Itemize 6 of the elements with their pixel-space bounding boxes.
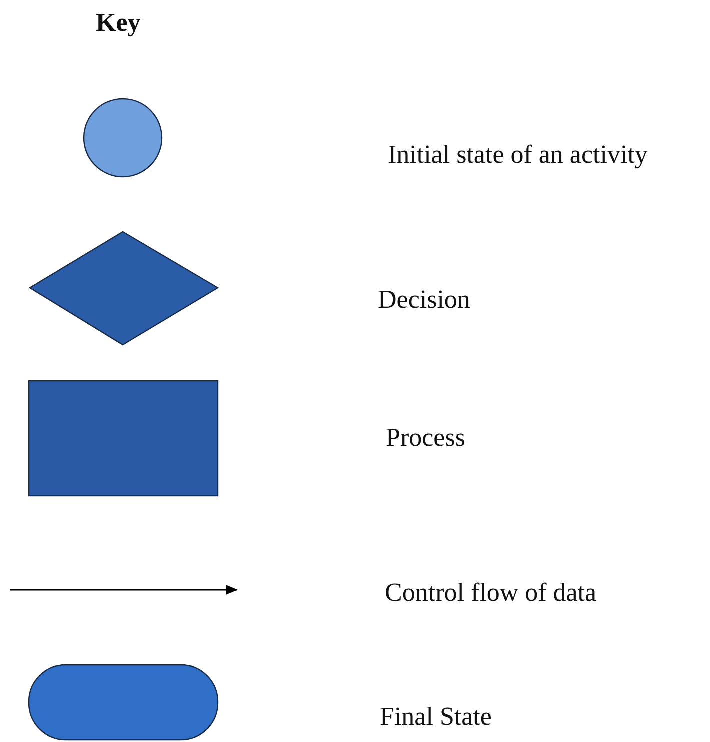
legend-label: Decision	[378, 285, 470, 315]
legend-label: Initial state of an activity	[388, 140, 648, 170]
legend-title: Key	[96, 8, 141, 38]
legend-label: Process	[386, 423, 466, 453]
legend-label: Final State	[380, 702, 492, 732]
legend-label: Control flow of data	[385, 578, 597, 608]
